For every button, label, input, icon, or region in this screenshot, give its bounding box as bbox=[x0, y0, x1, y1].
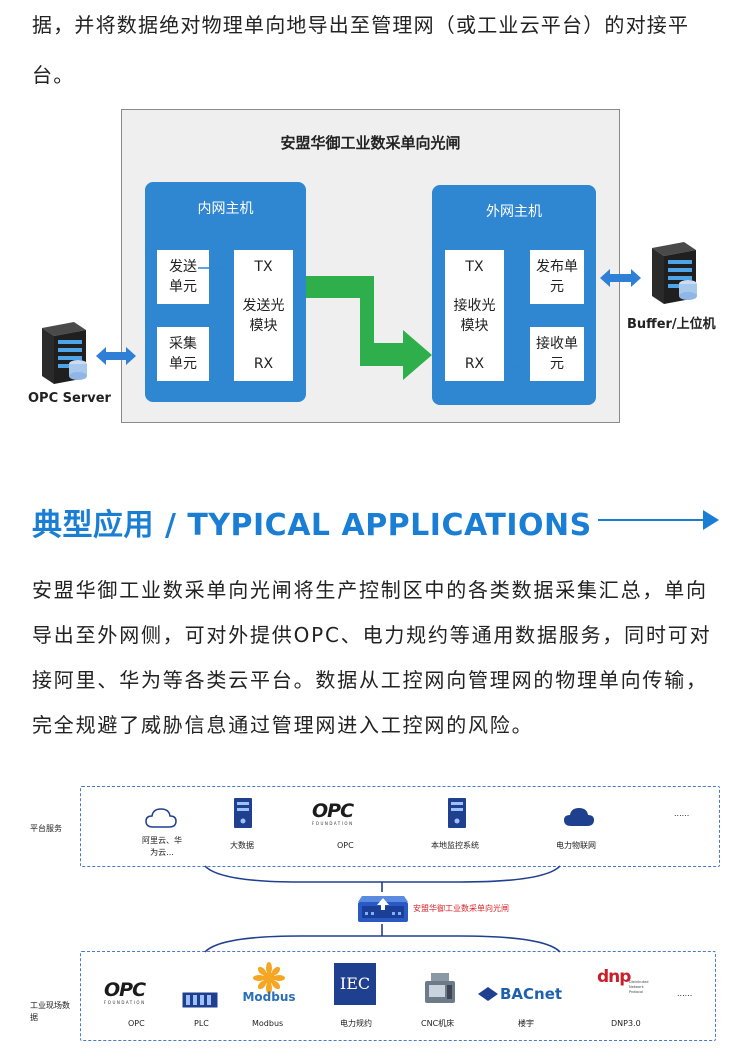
gateway-title: 安盟华御工业数采单向光闸 bbox=[280, 134, 461, 152]
server-icon bbox=[447, 797, 467, 833]
iec-logo: IEC bbox=[334, 963, 376, 1005]
opc-logo: OPC FOUNDATION bbox=[104, 979, 146, 1005]
intro-text: 据，并将数据绝对物理单向地导出至管理网（或工业云平台）的对接平台。 bbox=[32, 13, 690, 87]
opc-logo: OPC FOUNDATION bbox=[312, 800, 354, 826]
bottom-item-label: 楼宇 bbox=[518, 1019, 534, 1028]
rx-label: RX bbox=[253, 356, 274, 372]
top-item-label: 阿里云、华为云... bbox=[142, 836, 182, 857]
top-item-ellipsis: ...... bbox=[674, 809, 690, 818]
bottom-item-label: PLC bbox=[194, 1019, 209, 1028]
bottom-item-label: DNP3.0 bbox=[611, 1019, 641, 1028]
outer-host: 外网主机 TX 接收光模块 RX 发布单元 接收单元 bbox=[432, 185, 596, 405]
buffer-link-arrow-icon bbox=[600, 269, 641, 287]
platform-services-tier bbox=[80, 786, 720, 867]
buffer-label: Buffer/上位机 bbox=[627, 317, 716, 332]
bottom-tier-label: 工业现场数据 bbox=[30, 1001, 70, 1022]
bottom-item-label: CNC机床 bbox=[421, 1019, 455, 1028]
internal-arrow-icon bbox=[198, 264, 234, 272]
top-tier-label: 平台服务 bbox=[30, 824, 62, 833]
tx-label: TX bbox=[465, 259, 484, 275]
top-item-label: 本地监控系统 bbox=[431, 841, 479, 850]
top-item-label: 电力物联网 bbox=[556, 841, 596, 850]
bottom-item-ellipsis: ...... bbox=[677, 989, 693, 998]
receive-unit: 接收单元 bbox=[530, 327, 584, 381]
inner-host: 内网主机 发送单元 采集单元 TX 发送光模块 RX bbox=[145, 182, 306, 402]
gateway-device-icon bbox=[356, 892, 410, 930]
bottom-item-label: OPC bbox=[128, 1019, 145, 1028]
server-icon bbox=[233, 797, 253, 833]
field-data-tier bbox=[80, 951, 716, 1041]
opc-server-icon bbox=[38, 322, 94, 390]
tx-label: TX bbox=[254, 259, 273, 275]
outer-host-title: 外网主机 bbox=[486, 204, 542, 220]
one-way-data-arrow bbox=[306, 276, 432, 380]
opc-server-label: OPC Server bbox=[28, 391, 111, 406]
plc-icon bbox=[182, 992, 218, 1012]
receive-module-label: 接收光模块 bbox=[453, 298, 496, 334]
receive-optical-module: TX 接收光模块 RX bbox=[445, 250, 504, 381]
diagram-arrows bbox=[96, 264, 641, 380]
cloud-icon bbox=[563, 806, 595, 832]
send-optical-module: TX 发送光模块 RX bbox=[234, 250, 293, 381]
send-unit: 发送单元 bbox=[157, 250, 209, 304]
gateway-diagram: 安盟华御工业数采单向光闸 内网主机 发送单元 采集单元 TX 发送光模块 RX … bbox=[121, 109, 620, 423]
publish-unit: 发布单元 bbox=[530, 250, 584, 304]
gateway-connectors bbox=[204, 865, 561, 953]
modbus-logo: Modbus bbox=[240, 962, 298, 1004]
send-module-label: 发送光模块 bbox=[242, 298, 285, 334]
top-item-label: 大数据 bbox=[230, 841, 254, 850]
bottom-item-label: 电力规约 bbox=[340, 1019, 372, 1028]
section-title-line bbox=[598, 519, 706, 521]
arrow-right-icon bbox=[703, 510, 719, 530]
opc-link-arrow-icon bbox=[96, 347, 136, 365]
collect-unit: 采集单元 bbox=[157, 327, 209, 381]
dnp-logo: dnp Distributed Network Protocol bbox=[597, 967, 649, 994]
section-title: 典型应用 / TYPICAL APPLICATIONS bbox=[32, 508, 592, 543]
buffer-server-icon bbox=[648, 242, 704, 310]
top-item-label: OPC bbox=[337, 841, 354, 850]
inner-host-title: 内网主机 bbox=[197, 201, 254, 217]
section-paragraph: 安盟华御工业数采单向光闸将生产控制区中的各类数据采集汇总，单向导出至外网侧，可对… bbox=[32, 578, 712, 737]
rx-label: RX bbox=[464, 356, 485, 372]
internal-arrow-icon bbox=[506, 362, 528, 370]
cloud-icon bbox=[145, 807, 177, 833]
cnc-icon bbox=[423, 971, 457, 1009]
gateway-label: 安盟华御工业数采单向光闸 bbox=[413, 904, 509, 913]
bottom-item-label: Modbus bbox=[252, 1019, 284, 1028]
